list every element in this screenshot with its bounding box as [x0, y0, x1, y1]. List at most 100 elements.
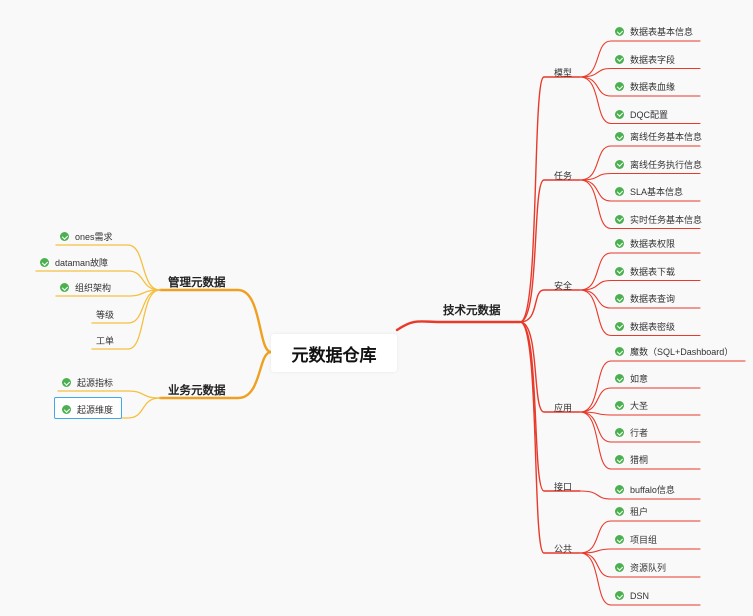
leaf-node[interactable]: 离线任务基本信息	[615, 131, 702, 143]
leaf-node[interactable]: 数据表查询	[615, 293, 675, 305]
connector-line	[55, 289, 161, 297]
node-label: 等级	[96, 310, 115, 320]
connector-line	[395, 320, 522, 332]
check-icon	[615, 109, 624, 119]
node-label: 数据表血缘	[630, 82, 676, 92]
selection-highlight	[54, 397, 122, 419]
check-icon	[615, 214, 624, 224]
node-label: 数据表密级	[630, 321, 676, 332]
check-icon	[615, 455, 624, 465]
topic-technical-metadata[interactable]: 技术元数据	[443, 305, 501, 317]
connector-line	[579, 289, 701, 337]
connector-line	[57, 390, 161, 399]
connector-line	[519, 321, 581, 554]
node-label: 大圣	[630, 401, 649, 411]
leaf-node[interactable]: 租户	[615, 506, 648, 518]
node-label: DQC配置	[630, 109, 668, 120]
check-icon	[62, 378, 71, 388]
connector-line	[579, 179, 701, 230]
node-label: 租户	[630, 507, 649, 517]
group-3[interactable]: 应用	[554, 402, 572, 414]
leaf-node[interactable]: 起源维度	[62, 404, 113, 416]
connector-line	[579, 252, 701, 291]
leaf-node[interactable]: 数据表血缘	[615, 81, 675, 93]
leaf-node[interactable]: 组织架构	[60, 282, 111, 294]
node-label: 模型	[554, 68, 573, 78]
connector-line	[579, 360, 746, 413]
check-icon	[615, 239, 624, 249]
leaf-node[interactable]: 起源指标	[62, 377, 113, 389]
node-label: 起源维度	[77, 405, 114, 415]
topic-business-metadata[interactable]: 业务元数据	[168, 385, 226, 397]
leaf-node[interactable]: 等级	[96, 309, 114, 321]
leaf-node[interactable]: ones需求	[60, 231, 113, 243]
leaf-node[interactable]: 资源队列	[615, 562, 666, 574]
topic-management-metadata[interactable]: 管理元数据	[168, 277, 226, 289]
connector-line	[579, 172, 701, 181]
node-label: 数据表权限	[630, 239, 676, 249]
leaf-node[interactable]: SLA基本信息	[615, 186, 683, 198]
connector-line	[57, 397, 161, 419]
connector-line	[579, 411, 701, 416]
leaf-node[interactable]: buffalo信息	[615, 484, 675, 496]
leaf-node[interactable]: 离线任务执行信息	[615, 159, 702, 171]
leaf-node[interactable]: 大圣	[615, 400, 648, 412]
connector-line	[579, 67, 701, 78]
node-label: dataman故障	[55, 258, 109, 268]
node-label: 起源指标	[77, 378, 114, 388]
leaf-node[interactable]: 猎桐	[615, 454, 648, 466]
leaf-node[interactable]: 数据表下载	[615, 266, 675, 278]
check-icon	[615, 294, 624, 304]
leaf-node[interactable]: 行者	[615, 427, 648, 439]
group-4[interactable]: 接口	[554, 481, 572, 493]
connector-line	[519, 76, 581, 323]
node-label: 接口	[554, 482, 573, 492]
node-label: 如意	[630, 374, 649, 384]
leaf-node[interactable]: 项目组	[615, 534, 657, 546]
node-label: 数据表下载	[630, 266, 676, 277]
node-label: ones需求	[75, 232, 113, 242]
connector-line	[579, 76, 701, 125]
node-label: 应用	[554, 403, 573, 413]
leaf-node[interactable]: dataman故障	[40, 257, 108, 269]
check-icon	[615, 321, 624, 331]
leaf-node[interactable]: 工单	[96, 335, 114, 347]
node-label: 资源队列	[630, 563, 667, 573]
group-5[interactable]: 公共	[554, 543, 572, 555]
leaf-node[interactable]: 数据表权限	[615, 238, 675, 250]
group-1[interactable]: 任务	[554, 170, 572, 182]
leaf-node[interactable]: DQC配置	[615, 109, 668, 121]
connector-line	[579, 279, 701, 291]
leaf-node[interactable]: 如意	[615, 373, 648, 385]
leaf-node[interactable]: DSN	[615, 590, 649, 602]
root-node[interactable]: 元数据仓库	[271, 334, 397, 372]
leaf-node[interactable]: 实时任务基本信息	[615, 214, 702, 226]
leaf-node[interactable]: 数据表基本信息	[615, 26, 693, 38]
group-2[interactable]: 安全	[554, 280, 572, 292]
connector-line	[55, 244, 161, 291]
node-label: 离线任务基本信息	[630, 132, 703, 142]
node-label: 实时任务基本信息	[630, 214, 703, 225]
check-icon	[615, 401, 624, 411]
check-icon	[615, 132, 624, 142]
node-label: 任务	[554, 171, 573, 181]
connector-line	[579, 411, 701, 443]
connector-line	[519, 321, 581, 413]
group-0[interactable]: 模型	[554, 67, 572, 79]
leaf-node[interactable]: 魔数（SQL+Dashboard）	[615, 346, 733, 358]
check-icon	[615, 563, 624, 573]
leaf-node[interactable]: 数据表字段	[615, 54, 675, 66]
check-icon	[615, 507, 624, 517]
node-label: buffalo信息	[630, 485, 675, 495]
connector-line	[579, 145, 701, 181]
check-icon	[40, 258, 49, 268]
node-label: 数据表字段	[630, 54, 676, 65]
connector-line	[158, 288, 273, 354]
connector-line	[579, 387, 701, 413]
node-label: 安全	[554, 281, 573, 291]
node-label: 数据表查询	[630, 294, 676, 304]
leaf-node[interactable]: 数据表密级	[615, 321, 675, 333]
check-icon	[615, 187, 624, 197]
